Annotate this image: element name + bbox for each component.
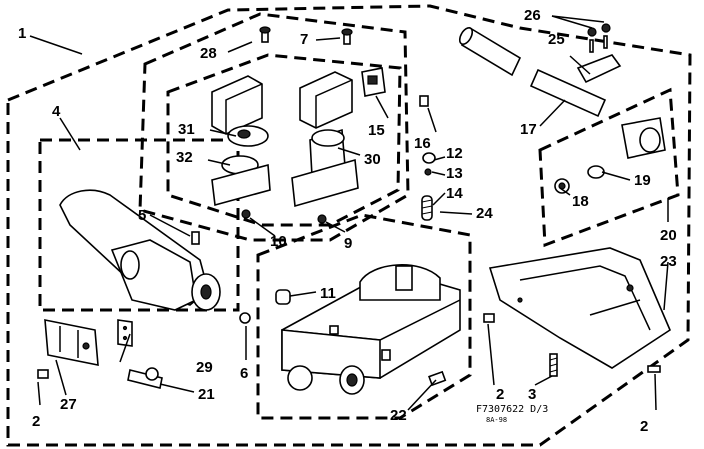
label-part-11: 11 xyxy=(320,285,336,302)
outline-group-20 xyxy=(538,87,680,248)
label-part-32: 32 xyxy=(176,149,193,166)
label-part-10: 10 xyxy=(270,233,287,250)
leader-lines xyxy=(29,15,669,411)
label-part-14: 14 xyxy=(446,185,463,202)
label-part-5: 5 xyxy=(138,207,146,224)
label-part-30: 30 xyxy=(364,151,381,168)
label-part-28: 28 xyxy=(200,45,217,62)
outline-assembly-1 xyxy=(6,4,692,447)
label-part-2-middle: 2 xyxy=(496,386,504,403)
label-part-31: 31 xyxy=(178,121,195,138)
label-part-26: 26 xyxy=(524,7,541,24)
part-labels: 1 28 7 31 32 30 15 16 12 13 14 24 10 9 4… xyxy=(18,7,677,435)
label-part-27: 27 xyxy=(60,396,77,413)
label-part-4: 4 xyxy=(52,103,61,120)
bracket-part xyxy=(488,247,671,369)
pin-21-part xyxy=(127,367,163,389)
label-part-2-right: 2 xyxy=(640,418,648,435)
label-part-1: 1 xyxy=(18,25,26,42)
switch-bracket-left xyxy=(211,75,271,207)
outline-group-inner-switches xyxy=(166,53,402,227)
plate-29-part xyxy=(117,319,133,347)
label-part-24: 24 xyxy=(476,205,493,222)
burner-part xyxy=(59,189,221,311)
label-part-13: 13 xyxy=(446,165,463,182)
sub-code: 8A-98 xyxy=(486,416,507,424)
label-part-17: 17 xyxy=(520,121,537,138)
label-part-12: 12 xyxy=(446,145,463,162)
switch-bracket-right xyxy=(291,71,359,208)
fitting-part xyxy=(554,117,666,194)
clip-part xyxy=(576,23,622,84)
label-part-2-left: 2 xyxy=(32,413,40,430)
label-part-21: 21 xyxy=(198,386,215,403)
label-part-29: 29 xyxy=(196,359,213,376)
label-part-18: 18 xyxy=(572,193,589,210)
label-part-16: 16 xyxy=(414,135,431,152)
label-part-20: 20 xyxy=(660,227,677,244)
label-part-9: 9 xyxy=(344,235,352,252)
valve-body-part xyxy=(281,264,461,395)
label-part-6: 6 xyxy=(240,365,248,382)
label-part-15: 15 xyxy=(368,122,385,139)
label-part-3: 3 xyxy=(528,386,536,403)
label-part-19: 19 xyxy=(634,172,651,189)
bracket-27-part xyxy=(44,319,99,366)
tube-part xyxy=(458,26,607,118)
outline-group-burner-4 xyxy=(38,138,240,312)
label-part-7: 7 xyxy=(300,31,308,48)
outline-group-valve-24 xyxy=(256,213,472,420)
label-part-25: 25 xyxy=(548,31,565,48)
drawing-code: F7307622 D/3 xyxy=(476,404,548,415)
label-part-23: 23 xyxy=(660,253,677,270)
screws xyxy=(37,26,661,387)
label-part-22: 22 xyxy=(390,407,407,424)
switch-15-part xyxy=(361,67,386,97)
